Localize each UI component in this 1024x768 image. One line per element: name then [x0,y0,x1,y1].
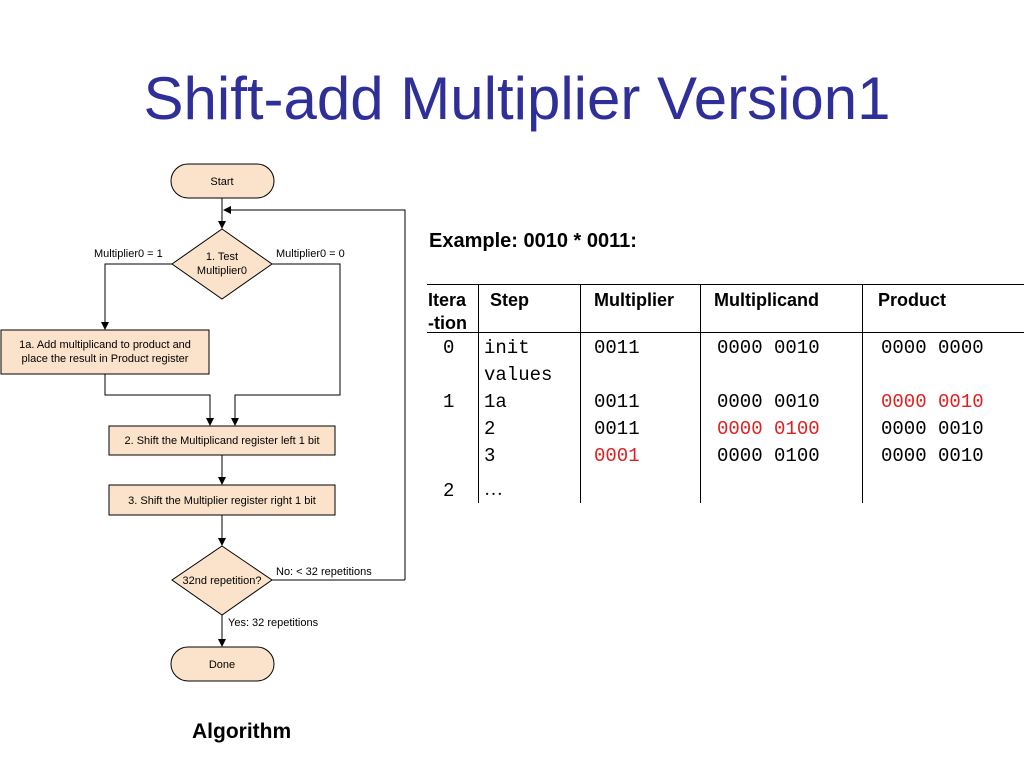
header-multiplicand: Multiplicand [714,290,819,310]
flowchart: Start 1. Test Multiplier0 Multiplier0 = … [0,163,406,682]
test-decision: 1. Test Multiplier0 [171,228,273,300]
table-top-rule [427,284,1024,285]
header-multiplier: Multiplier [594,290,674,310]
table-vline-1 [478,285,479,503]
arrow-add-to-shift [104,374,214,426]
row1-iteration: 1 [443,391,455,413]
header-product: Product [878,290,947,310]
example-heading: Example: 0010 * 0011: [429,230,637,252]
repeat-decision: 32nd repetition? [171,545,273,616]
start-node: Start [170,163,275,199]
shift-left-box: 2. Shift the Multiplicand register left … [108,425,336,456]
start-label: Start [210,176,233,188]
multiplier-eq0-label: Multiplier0 = 0 [276,248,345,260]
header-iteration-2: -tion [428,313,467,333]
shift-left-label: 2. Shift the Multiplicand register left … [124,435,319,447]
row0-multiplier: 0011 [594,337,640,359]
done-label: Done [209,659,235,671]
row2-step: 2 [484,418,496,440]
header-iteration-1: Itera [428,290,467,310]
row0-iteration: 0 [443,337,455,359]
arrow-test-to-add [101,263,172,330]
row3-step: 3 [484,445,496,467]
table-vline-3 [700,285,701,503]
row3-multiplier: 0001 [594,445,640,467]
shift-right-box: 3. Shift the Multiplier register right 1… [108,484,336,516]
row1-multiplicand: 0000 0010 [717,391,820,413]
row0-step-cont: values [484,364,553,386]
test-label-line1: 1. Test [206,251,238,263]
row1-product: 0000 0010 [881,391,984,413]
flow-connectors [101,198,406,647]
multiplier-eq1-label: Multiplier0 = 1 [94,248,163,260]
add-step-box: 1a. Add multiplicand to product and plac… [0,329,210,375]
add-step-line1: 1a. Add multiplicand to product and [19,339,191,351]
header-step: Step [490,290,530,310]
table-vline-2 [580,285,581,503]
done-node: Done [170,646,275,682]
row0-step: init [484,337,530,359]
repeat-label: 32nd repetition? [183,575,262,587]
row1-multiplier: 0011 [594,391,640,413]
row0-product: 0000 0000 [881,337,984,359]
row3-multiplicand: 0000 0100 [717,445,820,467]
row1-step: 1a [484,391,507,413]
row2-multiplicand: 0000 0100 [717,418,820,440]
table-vline-4 [862,285,863,503]
test-label-line2: Multiplier0 [197,265,247,277]
algorithm-caption: Algorithm [192,720,292,743]
arrow-loop-back [223,206,406,580]
row4-iteration: 2 [443,480,455,502]
slide-title: Shift-add Multiplier Version1 [143,65,891,132]
arrow-test-to-shift [231,263,341,426]
row2-product: 0000 0010 [881,418,984,440]
shift-right-label: 3. Shift the Multiplier register right 1… [128,495,316,507]
repeat-no-label: No: < 32 repetitions [276,566,372,578]
table-header-rule [427,332,1024,333]
add-step-line2: place the result in Product register [22,353,189,365]
repeat-yes-label: Yes: 32 repetitions [228,617,319,629]
row3-product: 0000 0010 [881,445,984,467]
row2-multiplier: 0011 [594,418,640,440]
row4-step: … [484,479,503,500]
row0-multiplicand: 0000 0010 [717,337,820,359]
